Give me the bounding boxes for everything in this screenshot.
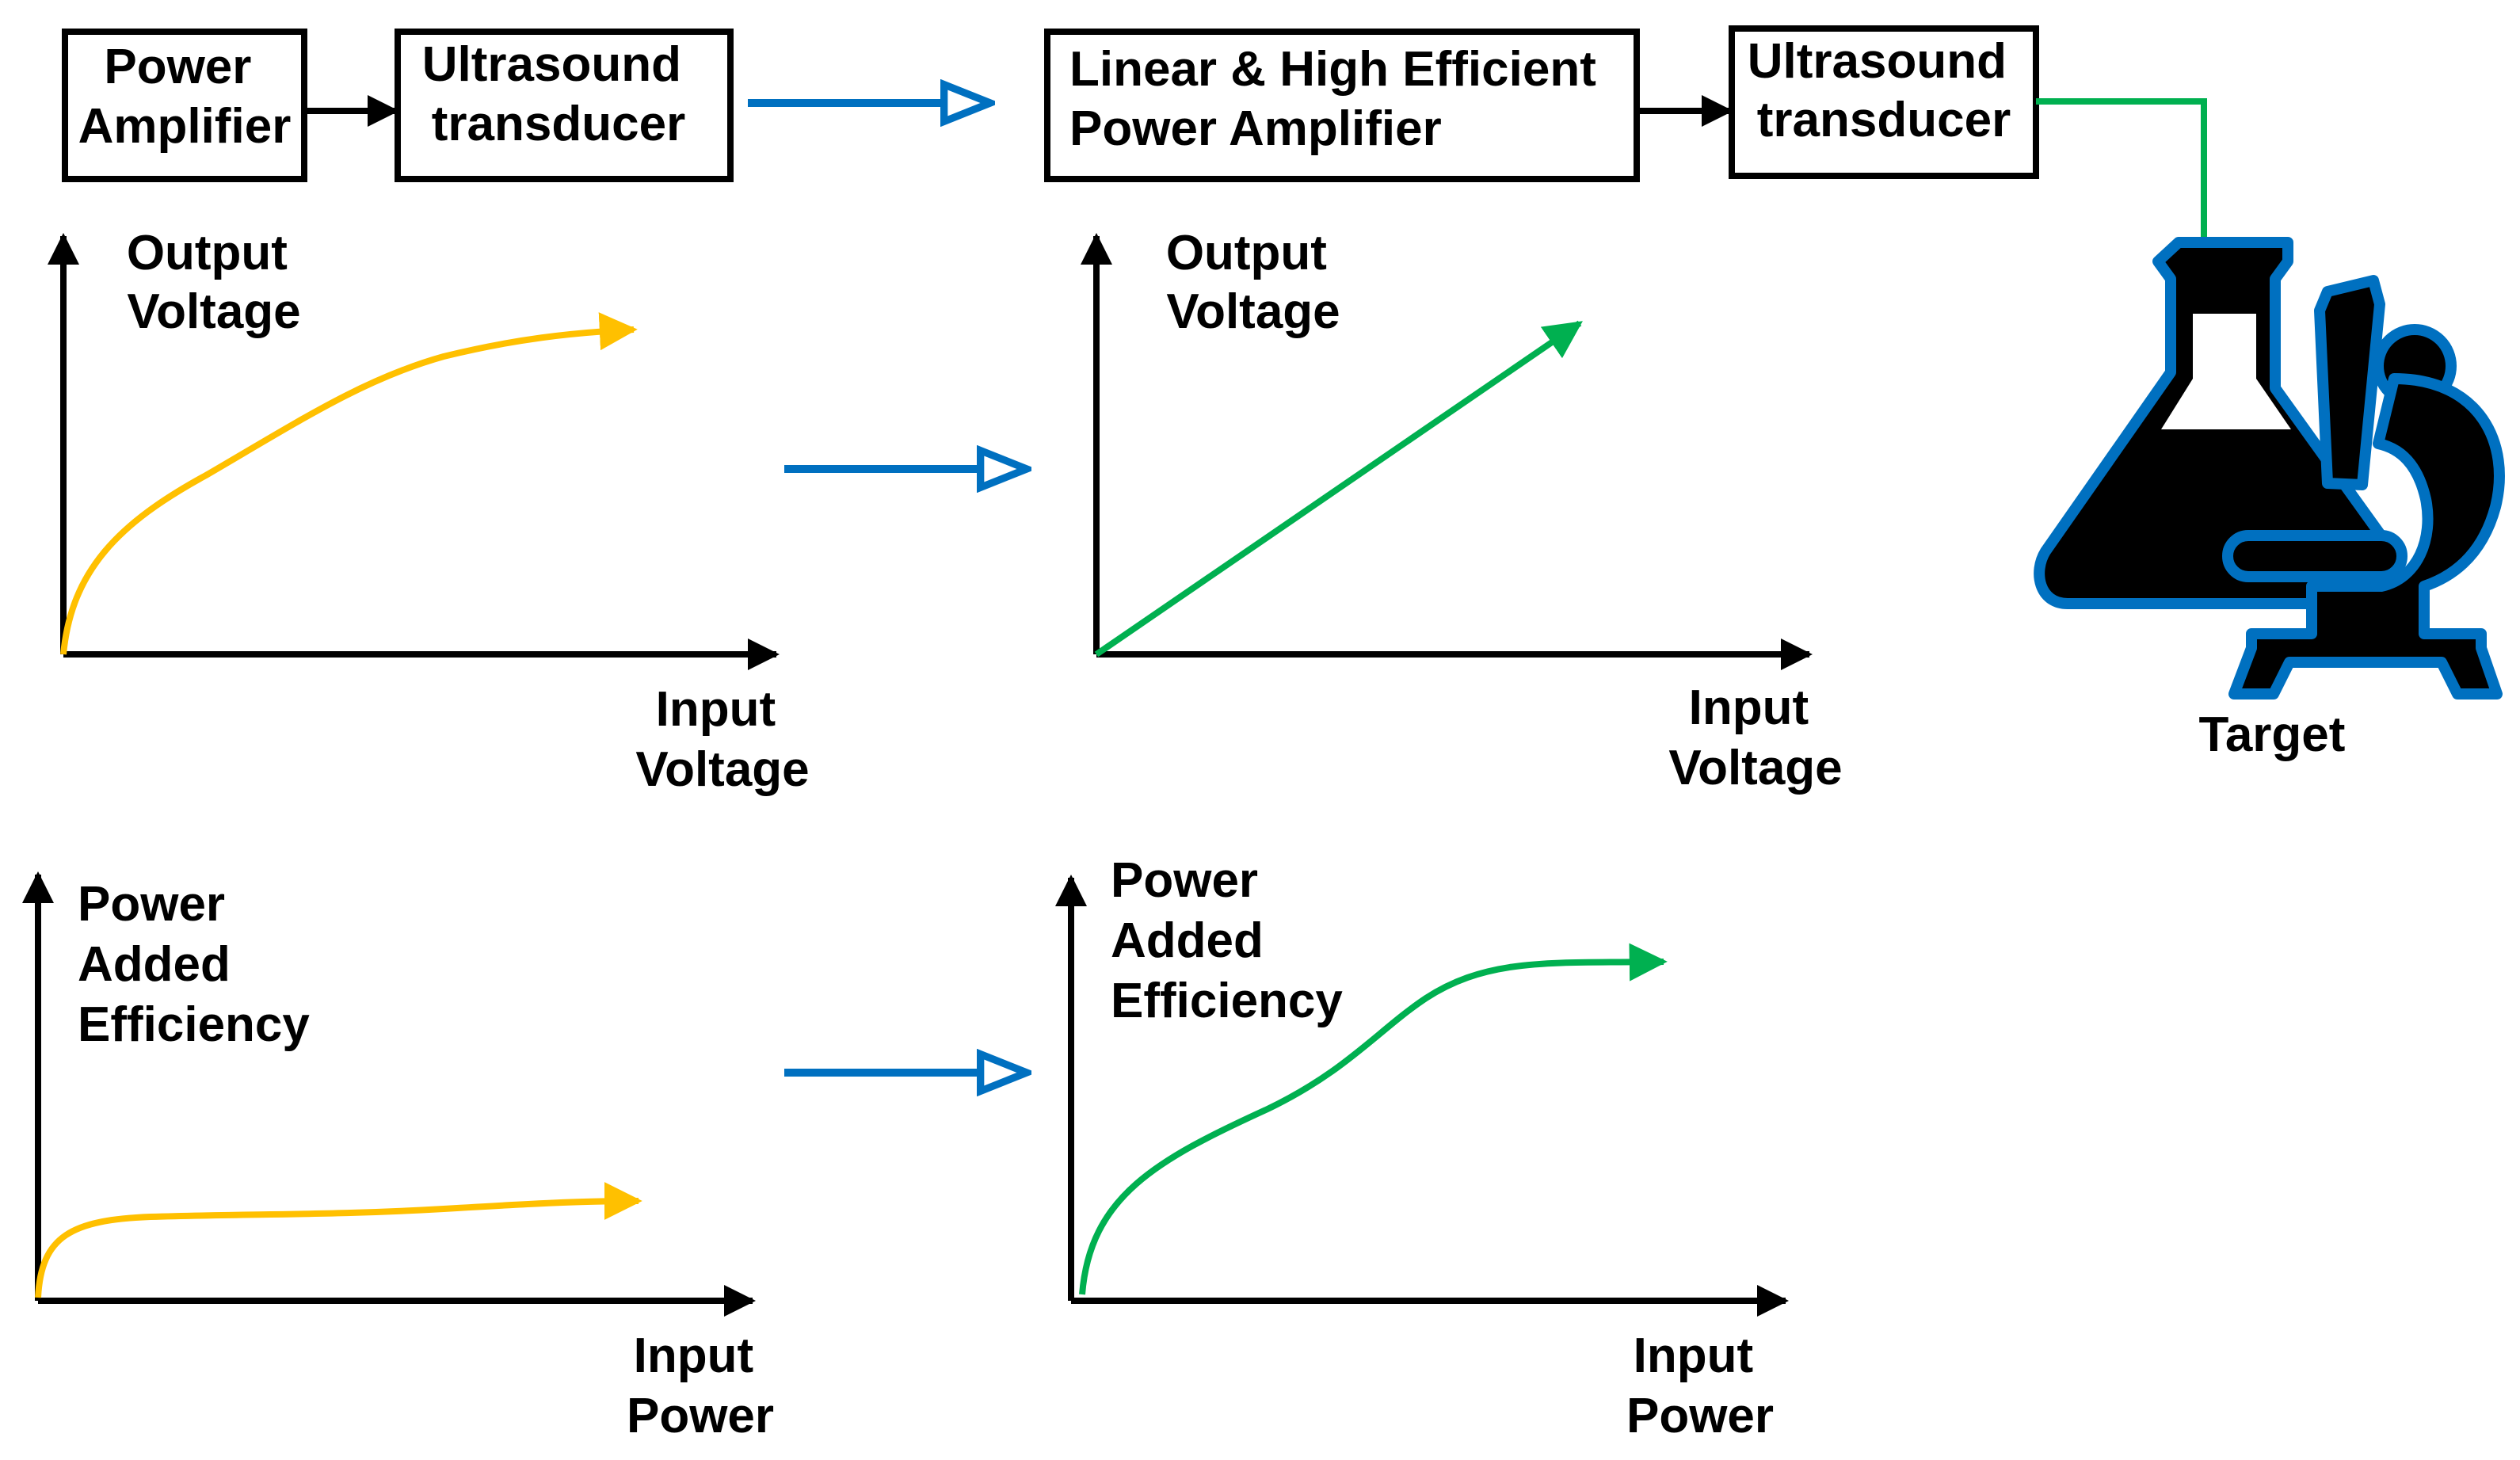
ultrasound-transducer-box <box>395 29 734 182</box>
ultrasound-transducer-label-2: Ultrasound transducer <box>1748 34 2020 147</box>
ultrasound-transducer-box-2 <box>1729 25 2039 179</box>
pae-curve-new <box>1081 1014 1489 1293</box>
ultrasound-transducer-label: Ultrasound transducer <box>422 37 695 151</box>
y-axis-label: Power Added Efficiency <box>78 877 310 1052</box>
power-amplifier-box <box>62 29 307 182</box>
chart-voltage-new: Output Voltage Input Voltage <box>1081 226 1843 795</box>
x-axis-label: Input Power <box>1626 1328 1774 1443</box>
nonlinear-voltage-curve <box>60 312 638 655</box>
pae-curve-new-line <box>1079 943 1668 1295</box>
y-axis-label: Output Voltage <box>127 226 301 339</box>
linear-efficient-amplifier-box <box>1044 29 1640 182</box>
chart-pae-old: Power Added Efficiency Input Power <box>21 871 774 1443</box>
y-axis-label: Output Voltage <box>1166 226 1340 339</box>
linear-voltage-line <box>1094 320 1583 658</box>
x-axis-label: Input Voltage <box>1668 680 1842 795</box>
linear-efficient-amplifier-label: Linear & High Efficient Power Amplifier <box>1069 42 1610 156</box>
flask-and-microscope-icon: Target <box>2034 237 2505 762</box>
microscope-icon <box>2222 275 2505 700</box>
chart-voltage-old: Output Voltage Input Voltage <box>48 226 810 797</box>
chart-pae-new: Power Added Efficiency Input Power <box>1055 853 1789 1443</box>
power-amplifier-label: Power Amplifier <box>78 40 292 154</box>
pae-curve-old <box>35 1182 642 1298</box>
new-system-block-diagram: Linear & High Efficient Power Amplifier … <box>1044 25 2223 408</box>
x-axis-label: Input Voltage <box>635 682 809 797</box>
target-label: Target <box>2199 707 2346 762</box>
x-axis-label: Input Power <box>627 1328 774 1443</box>
y-axis-label: Power Added Efficiency <box>1111 853 1343 1028</box>
old-system-block-diagram: Power Amplifier Ultrasound transducer <box>62 29 734 182</box>
